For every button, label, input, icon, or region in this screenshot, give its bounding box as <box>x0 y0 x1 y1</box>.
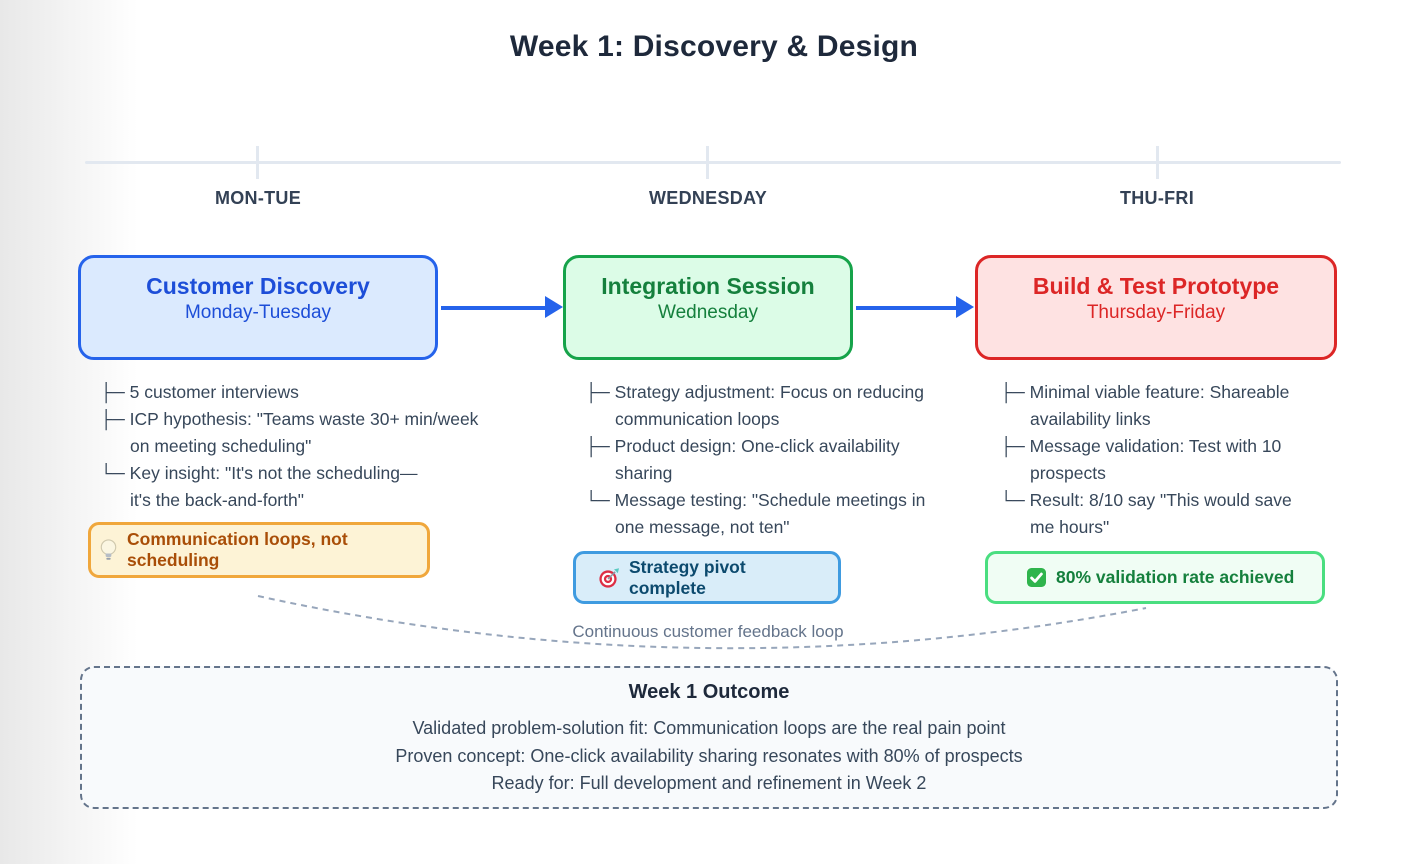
timeline-label-thu-fri: THU-FRI <box>1119 188 1195 208</box>
task-item: ├─ Message validation: Test with 10 pros… <box>1000 433 1355 487</box>
milestone-badge-label: 80% validation rate achieved <box>1056 567 1295 587</box>
task-text: Minimal viable feature: Shareable availa… <box>1029 382 1290 429</box>
tree-branch-glyph: └─ <box>1000 490 1030 510</box>
task-item: └─ Message testing: "Schedule meetings i… <box>585 487 980 541</box>
outcome-box: Week 1 Outcome Validated problem-solutio… <box>80 666 1338 809</box>
timeline-axis <box>85 161 1341 164</box>
outcome-line: Ready for: Full development and refineme… <box>491 773 927 793</box>
flow-arrow-shaft <box>441 306 548 310</box>
flow-arrow-shaft <box>856 306 956 310</box>
phase-title: Integration Session <box>601 273 815 299</box>
phase-card-customer-discovery: Customer Discovery Monday-Tuesday <box>78 255 438 360</box>
timeline-tick <box>706 146 709 179</box>
outcome-line: Validated problem-solution fit: Communic… <box>412 718 1006 738</box>
outcome-line: Proven concept: One-click availability s… <box>395 745 1023 766</box>
timeline-tick <box>256 146 259 179</box>
task-text: Message validation: Test with 10 prospec… <box>1029 436 1282 483</box>
task-item: ├─ ICP hypothesis: "Teams waste 30+ min/… <box>100 406 490 460</box>
task-item: └─ Result: 8/10 say "This would save me … <box>1000 487 1355 541</box>
tree-branch-glyph: ├─ <box>100 382 130 402</box>
milestone-badge-validation: 80% validation rate achieved <box>985 551 1325 604</box>
task-list-customer-discovery: ├─ 5 customer interviews├─ ICP hypothesi… <box>100 379 490 514</box>
task-item: ├─ Product design: One-click availabilit… <box>585 433 980 487</box>
task-text: Product design: One-click availability s… <box>614 436 900 483</box>
task-item: ├─ Strategy adjustment: Focus on reducin… <box>585 379 980 433</box>
task-item: ├─ 5 customer interviews <box>100 379 490 406</box>
task-text: ICP hypothesis: "Teams waste 30+ min/wee… <box>129 409 479 456</box>
flow-arrow-head <box>545 296 563 318</box>
tree-branch-glyph: ├─ <box>1000 382 1030 402</box>
phase-dates: Monday-Tuesday <box>184 302 332 323</box>
milestone-badge-strategy: Strategy pivot complete <box>573 551 841 604</box>
task-item: ├─ Minimal viable feature: Shareable ava… <box>1000 379 1355 433</box>
phase-card-build-test-prototype: Build & Test Prototype Thursday-Friday <box>975 255 1337 360</box>
timeline-label-wednesday: WEDNESDAY <box>648 188 768 208</box>
task-text: Strategy adjustment: Focus on reducing c… <box>614 382 925 429</box>
phase-dates: Wednesday <box>658 302 758 323</box>
phase-title: Build & Test Prototype <box>1032 273 1280 299</box>
phase-card-integration-session: Integration Session Wednesday <box>563 255 853 360</box>
check-icon <box>1027 568 1046 587</box>
phase-title: Customer Discovery <box>146 273 370 299</box>
tree-branch-glyph: └─ <box>585 490 615 510</box>
tree-branch-glyph: ├─ <box>100 409 130 429</box>
lightbulb-icon <box>100 538 117 560</box>
tree-branch-glyph: ├─ <box>1000 436 1030 456</box>
task-list-integration-session: ├─ Strategy adjustment: Focus on reducin… <box>585 379 980 541</box>
target-icon <box>599 567 619 588</box>
phase-dates: Thursday-Friday <box>1086 302 1226 323</box>
task-text: Message testing: "Schedule meetings in o… <box>614 490 926 537</box>
page-title: Week 1: Discovery & Design <box>509 30 919 63</box>
outcome-title: Week 1 Outcome <box>628 681 790 703</box>
task-item: └─ Key insight: "It's not the scheduling… <box>100 460 490 514</box>
tree-branch-glyph: ├─ <box>585 382 615 402</box>
task-text: Result: 8/10 say "This would save me hou… <box>1029 490 1292 537</box>
timeline-label-mon-tue: MON-TUE <box>214 188 302 208</box>
timeline-tick <box>1156 146 1159 179</box>
task-list-build-test-prototype: ├─ Minimal viable feature: Shareable ava… <box>1000 379 1355 541</box>
tree-branch-glyph: └─ <box>100 463 130 483</box>
task-text: 5 customer interviews <box>129 382 299 402</box>
milestone-badge-label: Strategy pivot complete <box>629 556 746 598</box>
insight-callout-label: Communication loops, not scheduling <box>127 529 348 570</box>
tree-branch-glyph: ├─ <box>585 436 615 456</box>
insight-callout: Communication loops, not scheduling <box>88 522 430 578</box>
feedback-loop-label: Continuous customer feedback loop <box>572 622 844 641</box>
flow-arrow-head <box>956 296 974 318</box>
task-text: Key insight: "It's not the scheduling— i… <box>129 463 418 510</box>
